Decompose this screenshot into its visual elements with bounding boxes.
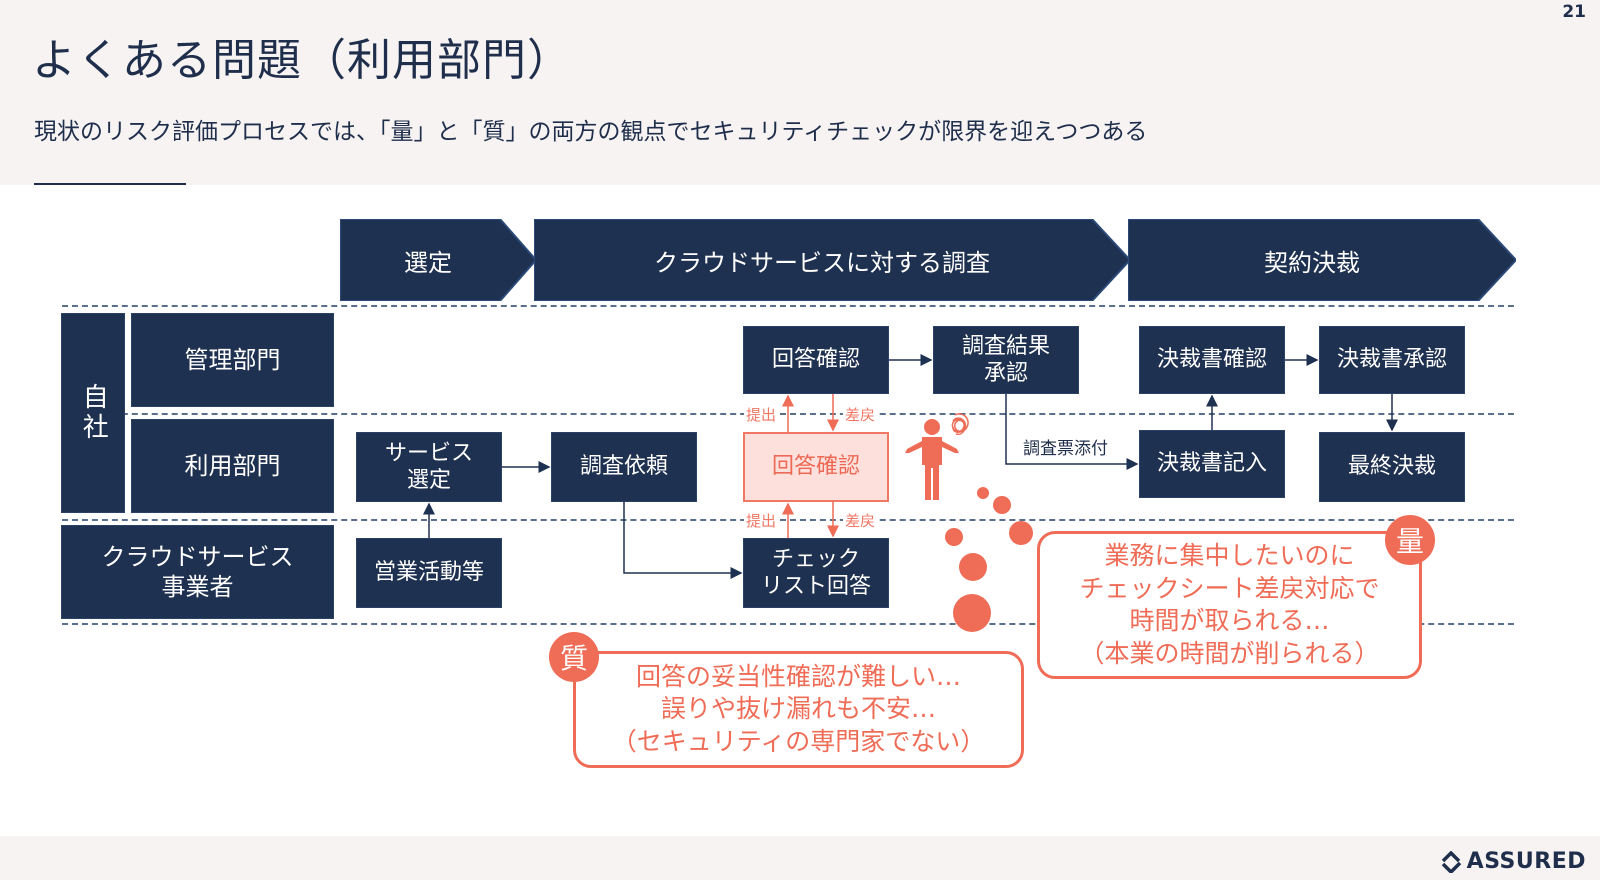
- step-checklist-answer: チェック リスト回答: [743, 538, 889, 608]
- callout-line: チェックシート差戻対応で: [1079, 573, 1380, 603]
- confused-person-icon: [905, 413, 969, 500]
- lane-admin-dept: 管理部門: [131, 313, 334, 407]
- badge-quality: 質: [549, 632, 599, 682]
- step-survey-result-approval: 調査結果 承認: [933, 326, 1079, 394]
- thought-bubble-dot: [993, 496, 1011, 514]
- logo-text: ASSURED: [1466, 849, 1586, 874]
- label-attach-survey: 調査票添付: [1023, 439, 1108, 459]
- phase-label: クラウドサービスに対する調査: [654, 248, 990, 277]
- step-approval-doc-approve: 決裁書承認: [1319, 326, 1465, 394]
- step-survey-request: 調査依頼: [551, 432, 697, 502]
- step-service-selection: サービス 選定: [356, 432, 502, 502]
- callout-line: （本業の時間が削られる）: [1079, 638, 1380, 668]
- step-sales-activities: 営業活動等: [356, 538, 502, 608]
- callout-line: 回答の妥当性確認が難しい…: [635, 661, 961, 691]
- thought-bubble-dot: [953, 594, 991, 632]
- phase-label: 選定: [404, 248, 452, 277]
- lane-divider: [62, 519, 1514, 521]
- arrow-request-to-checklist: [623, 502, 743, 579]
- callout-quantity: 業務に集中したいのに チェックシート差戻対応で 時間が取られる… （本業の時間が…: [1037, 531, 1422, 679]
- lane-cloud-vendor: クラウドサービス 事業者: [61, 525, 334, 619]
- phase-selection: 選定: [340, 219, 536, 301]
- callout-line: 時間が取られる…: [1129, 606, 1330, 635]
- label-return-lower: 差戻: [843, 510, 878, 531]
- lane-divider: [62, 305, 1514, 307]
- callout-line: 誤りや抜け漏れも不安…: [660, 694, 936, 724]
- step-final-approval: 最終決裁: [1319, 432, 1465, 502]
- thought-bubble-dot: [977, 487, 989, 499]
- lane-group-company: 自社: [61, 313, 125, 513]
- step-user-answer-check: 回答確認: [743, 432, 889, 502]
- lane-divider: [62, 623, 1514, 625]
- thought-bubble-dot: [945, 528, 963, 546]
- phase-label: 契約決裁: [1264, 248, 1360, 277]
- label-return-upper: 差戻: [843, 404, 878, 425]
- page-subtitle: 現状のリスク評価プロセスでは、「量」と「質」の両方の観点でセキュリティチェックが…: [34, 119, 1148, 145]
- step-approval-doc-check: 決裁書確認: [1139, 326, 1285, 394]
- page-number: 21: [1562, 2, 1586, 22]
- step-approval-doc-entry: 決裁書記入: [1139, 430, 1285, 498]
- label-submit-upper: 提出: [744, 404, 779, 425]
- slide-header: よくある問題（利用部門） 現状のリスク評価プロセスでは、「量」と「質」の両方の観…: [0, 0, 1600, 185]
- step-admin-answer-check: 回答確認: [743, 326, 889, 394]
- badge-quantity: 量: [1385, 515, 1435, 565]
- page-title: よくある問題（利用部門）: [32, 35, 572, 86]
- callout-line: （セキュリティの専門家でない）: [611, 726, 986, 756]
- callout-line: 業務に集中したいのに: [1104, 541, 1355, 570]
- phase-contract-approval: 契約決裁: [1128, 219, 1516, 301]
- phase-investigation: クラウドサービスに対する調査: [534, 219, 1130, 301]
- lane-divider: [62, 413, 1514, 415]
- slide-footer: ASSURED: [0, 836, 1600, 880]
- company-logo: ASSURED: [1439, 849, 1586, 874]
- title-underline: [34, 183, 186, 185]
- label-submit-lower: 提出: [744, 510, 779, 531]
- callout-quality: 回答の妥当性確認が難しい… 誤りや抜け漏れも不安… （セキュリティの専門家でない…: [573, 651, 1024, 768]
- thought-bubble-dot: [959, 553, 987, 581]
- lane-user-dept: 利用部門: [131, 419, 334, 513]
- thought-bubble-dot: [1009, 521, 1033, 545]
- logo-mark-icon: [1441, 850, 1461, 873]
